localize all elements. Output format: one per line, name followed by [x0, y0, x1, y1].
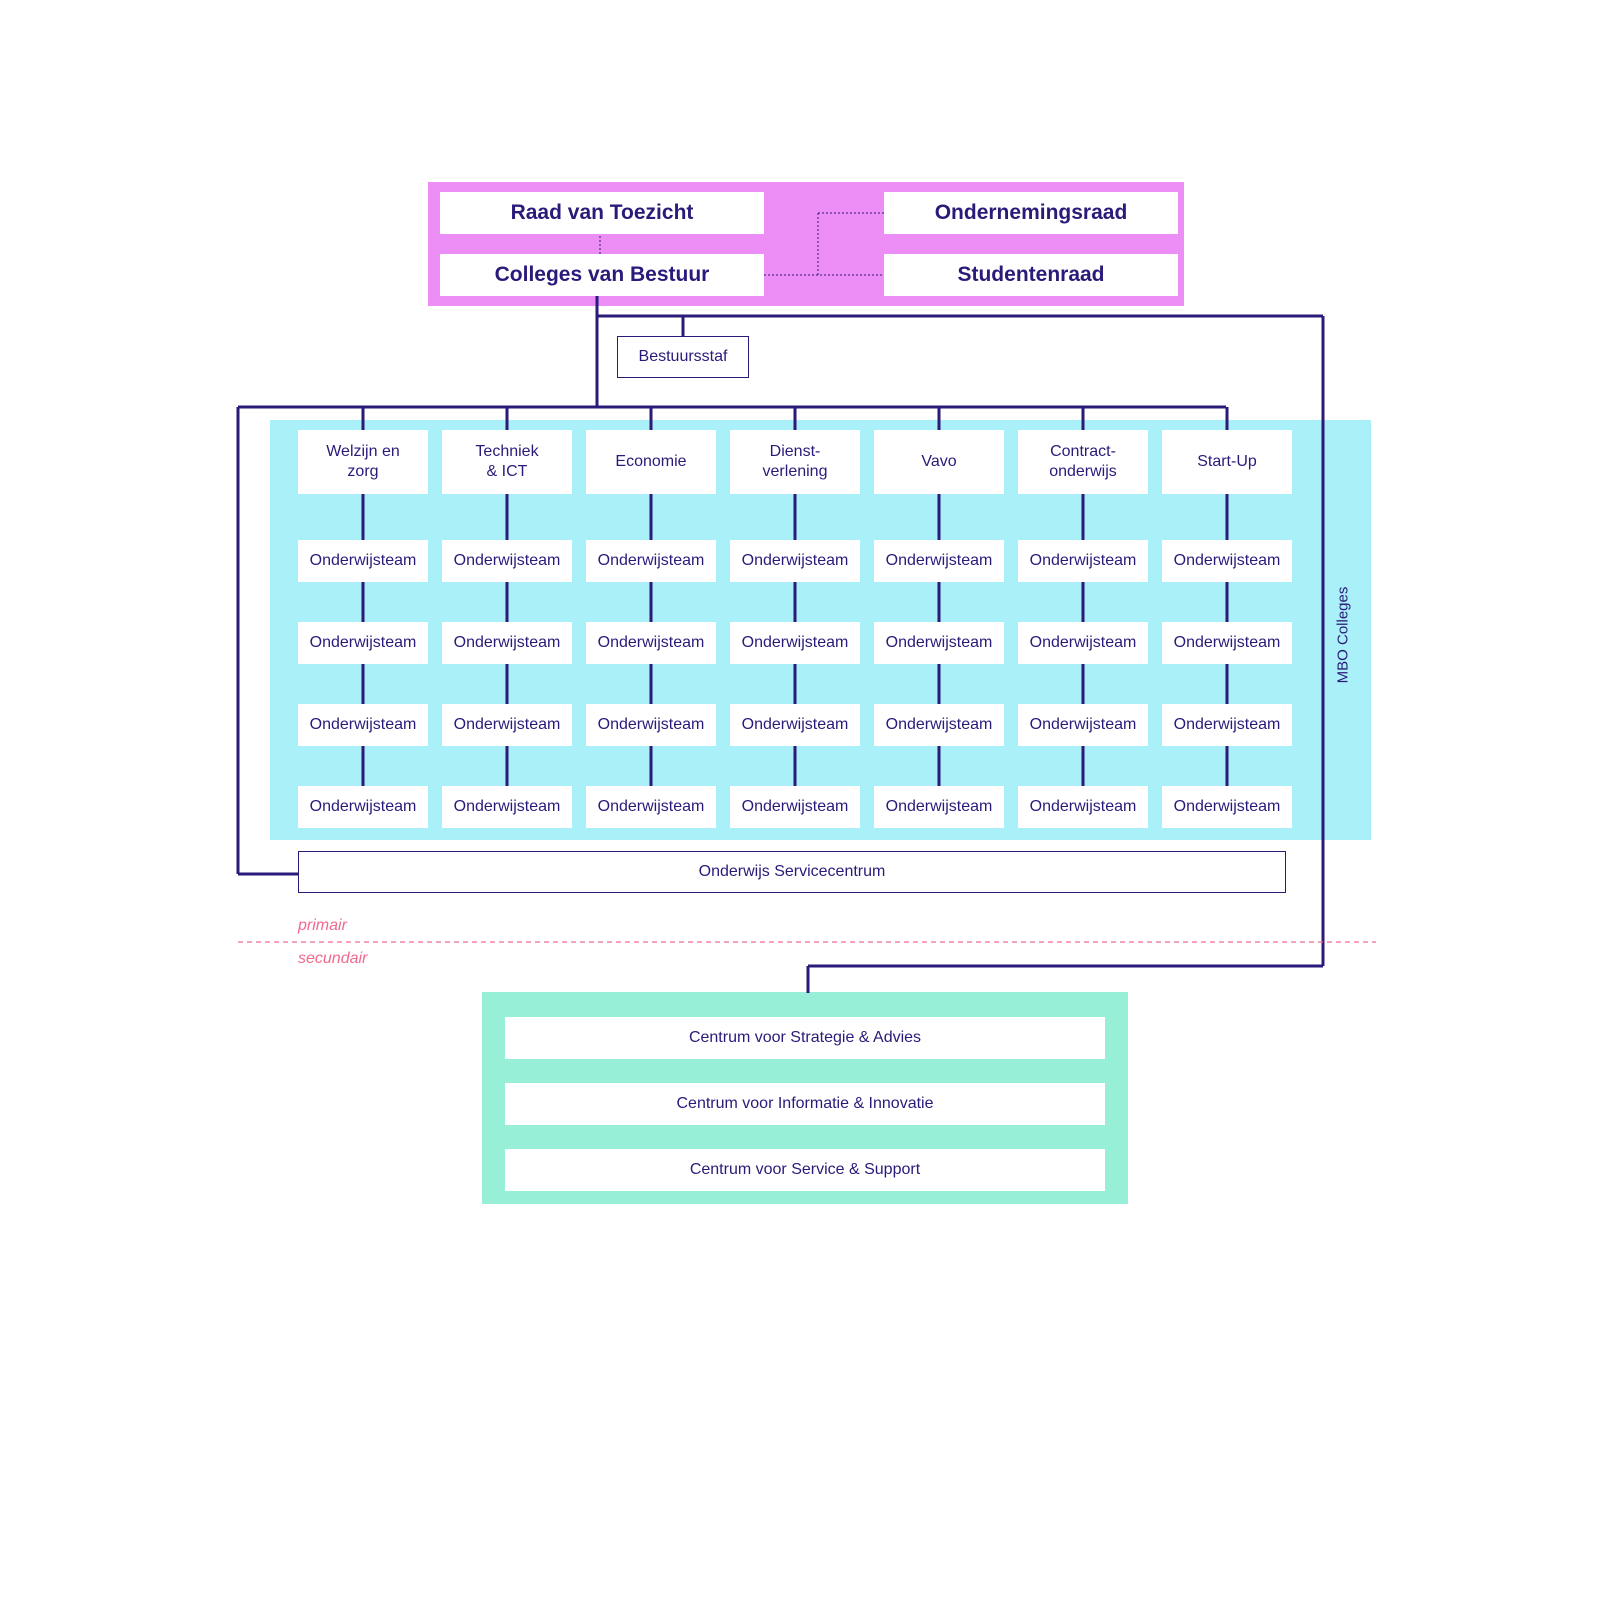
onderwijsteam-box: Onderwijsteam: [586, 540, 716, 582]
onderwijsteam-box: Onderwijsteam: [1018, 704, 1148, 746]
centrum-informatie-innovatie-box: Centrum voor Informatie & Innovatie: [505, 1083, 1105, 1125]
onderwijsteam-box: Onderwijsteam: [442, 704, 572, 746]
centrum-strategie-advies-box: Centrum voor Strategie & Advies: [505, 1017, 1105, 1059]
college-head-1: Welzijn en zorg: [298, 430, 428, 494]
onderwijsteam-box: Onderwijsteam: [1162, 786, 1292, 828]
onderwijsteam-box: Onderwijsteam: [1162, 540, 1292, 582]
onderwijsteam-box: Onderwijsteam: [586, 704, 716, 746]
college-head-3: Economie: [586, 430, 716, 494]
ondernemingsraad-box: Ondernemingsraad: [884, 192, 1178, 234]
onderwijsteam-box: Onderwijsteam: [298, 786, 428, 828]
colleges-van-bestuur-box: Colleges van Bestuur: [440, 254, 764, 296]
college-head-4: Dienst- verlening: [730, 430, 860, 494]
college-head-5: Vavo: [874, 430, 1004, 494]
onderwijsteam-box: Onderwijsteam: [442, 540, 572, 582]
onderwijsteam-box: Onderwijsteam: [1018, 540, 1148, 582]
college-head-2: Techniek & ICT: [442, 430, 572, 494]
onderwijsteam-box: Onderwijsteam: [442, 622, 572, 664]
studentenraad-box: Studentenraad: [884, 254, 1178, 296]
onderwijsteam-box: Onderwijsteam: [730, 540, 860, 582]
onderwijsteam-box: Onderwijsteam: [1018, 786, 1148, 828]
bestuursstaf-box: Bestuursstaf: [617, 336, 749, 378]
onderwijsteam-box: Onderwijsteam: [730, 622, 860, 664]
onderwijsteam-box: Onderwijsteam: [298, 540, 428, 582]
onderwijsteam-box: Onderwijsteam: [1162, 704, 1292, 746]
onderwijsteam-box: Onderwijsteam: [298, 704, 428, 746]
onderwijsteam-box: Onderwijsteam: [730, 786, 860, 828]
onderwijsteam-box: Onderwijsteam: [1162, 622, 1292, 664]
onderwijsteam-box: Onderwijsteam: [586, 622, 716, 664]
onderwijsteam-box: Onderwijsteam: [874, 786, 1004, 828]
centrum-service-support-box: Centrum voor Service & Support: [505, 1149, 1105, 1191]
onderwijsteam-box: Onderwijsteam: [874, 540, 1004, 582]
onderwijs-servicecentrum-box: Onderwijs Servicecentrum: [298, 851, 1286, 893]
onderwijsteam-box: Onderwijsteam: [874, 622, 1004, 664]
secondary-zone-label: secundair: [298, 950, 368, 967]
onderwijsteam-box: Onderwijsteam: [586, 786, 716, 828]
onderwijsteam-box: Onderwijsteam: [1018, 622, 1148, 664]
mbo-colleges-label-text: MBO Colleges: [1334, 586, 1352, 684]
college-head-6: Contract- onderwijs: [1018, 430, 1148, 494]
onderwijsteam-box: Onderwijsteam: [874, 704, 1004, 746]
primary-zone-label: primair: [298, 917, 347, 934]
college-head-7: Start-Up: [1162, 430, 1292, 494]
raad-van-toezicht-box: Raad van Toezicht: [440, 192, 764, 234]
onderwijsteam-box: Onderwijsteam: [298, 622, 428, 664]
mbo-colleges-label: MBO Colleges: [1328, 560, 1358, 710]
onderwijsteam-box: Onderwijsteam: [730, 704, 860, 746]
onderwijsteam-box: Onderwijsteam: [442, 786, 572, 828]
